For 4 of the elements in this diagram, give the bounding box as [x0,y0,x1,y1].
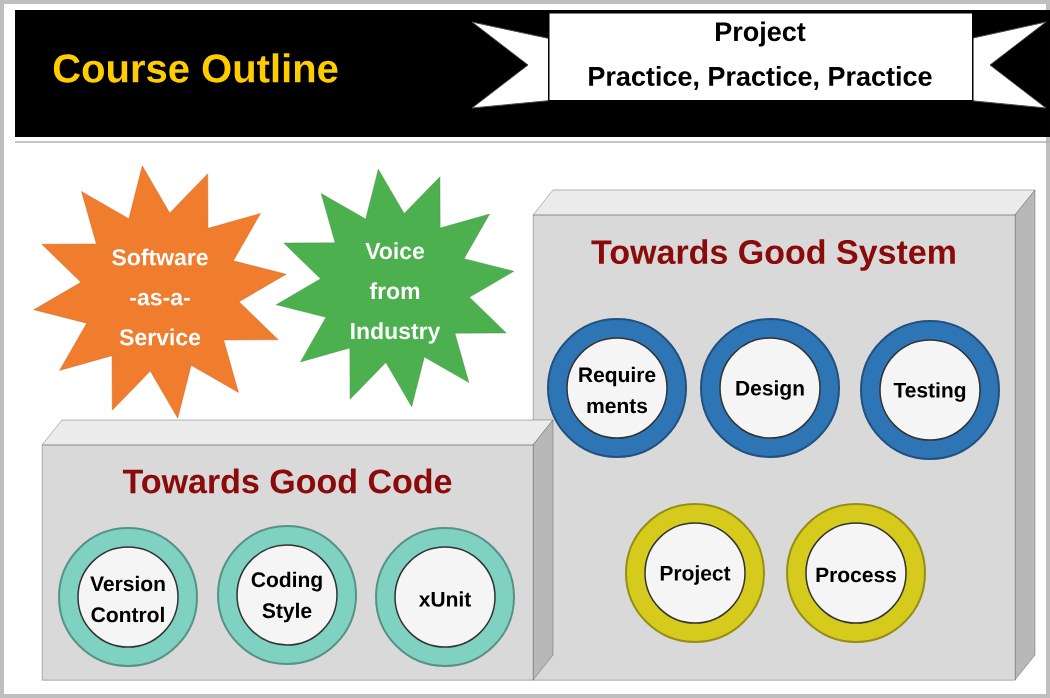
ribbon-banner: Project Practice, Practice, Practice [471,12,1047,109]
starburst: Software -as-a- Service [33,165,287,419]
starburst: Voice from Industry [276,168,515,408]
title: Course Outline [53,53,338,83]
